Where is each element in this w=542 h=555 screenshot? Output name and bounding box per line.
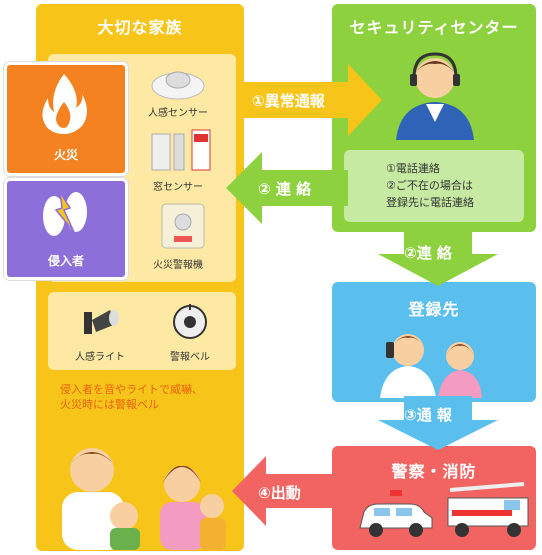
security-center-title: セキュリティセンター [349,18,519,37]
fire-alarm-icon [161,203,205,249]
contact-left-label: ② 連 絡 [258,180,312,198]
police-fire-title: 警察・消防 [391,462,477,481]
family-title: 大切な家族 [97,18,183,37]
intruder-event-badge [4,178,128,280]
warning-line-2: 火災時には警報ベル [60,398,159,411]
note-line-1: ①電話連絡 [386,162,440,175]
note-line-3: 登録先に電話連絡 [386,196,474,209]
motion-sensor-icon [151,71,205,100]
dispatch-label: ④出動 [258,484,301,502]
registered-contacts-illustration [380,334,482,398]
intruder-label: 侵入者 [47,254,84,268]
motion-sensor-label: 人感センサー [148,108,208,119]
operator-illustration [396,52,474,140]
motion-light-icon [84,310,119,334]
police-car-icon [359,490,433,537]
note-line-2: ②ご不在の場合は [386,179,473,192]
dispatch-arrow [232,456,340,526]
family-illustration [62,448,226,550]
fire-label: 火災 [53,148,78,162]
motion-light-label: 人感ライト [75,352,125,363]
contact-down-arrow [378,228,498,286]
warning-line-1: 侵入者を音やライトで威嚇、 [60,383,203,396]
contact-left-arrow [226,152,348,224]
registered-contact-panel [332,282,536,402]
report-label: ③通 報 [404,406,452,424]
contact-down-label: ②連 絡 [404,244,452,262]
window-sensor-label: 窓センサー [153,182,203,193]
device-box [48,292,236,370]
abnormal-report-arrow [236,64,382,136]
fire-icon [42,74,87,134]
fire-truck-icon [447,482,529,537]
window-sensor-icon [151,129,211,171]
footprints-icon [43,191,87,236]
alarm-bell-icon [173,304,207,339]
alarm-bell-label: 警報ベル [170,352,210,363]
abnormal-report-label: ①異常通報 [252,92,325,110]
report-down-arrow [378,396,498,450]
fire-alarm-label: 火災警報機 [153,260,203,271]
security-notes-box [344,150,524,222]
registered-title: 登録先 [408,300,460,319]
